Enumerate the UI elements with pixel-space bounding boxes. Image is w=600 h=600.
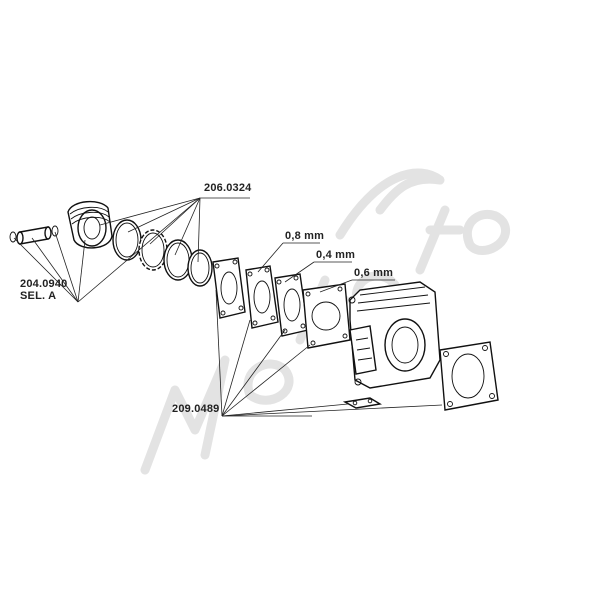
label-gasket-set: 209.0489 <box>172 403 219 415</box>
piston-ring-icon <box>163 239 193 281</box>
circlip-icon <box>9 231 17 243</box>
label-gasket-04: 0,4 mm <box>316 249 355 261</box>
leader-lines <box>13 197 443 417</box>
wrist-pin-assembly <box>9 225 59 245</box>
gasket-icon <box>439 341 499 411</box>
piston-icon <box>67 201 113 249</box>
piston-ring-icon <box>187 249 213 287</box>
cylinder-icon <box>348 281 441 389</box>
gasket-icon <box>302 283 351 349</box>
label-pin-part: 204.0940 <box>20 278 67 290</box>
gasket-icon <box>245 265 279 329</box>
label-piston-kit: 206.0324 <box>204 182 252 194</box>
circlip-icon <box>51 225 59 237</box>
label-gasket-08: 0,8 mm <box>285 230 324 242</box>
gasket-icon <box>274 273 309 337</box>
gasket-icon <box>342 397 382 409</box>
label-pin-sel: SEL. A <box>20 290 56 302</box>
wrist-pin-icon <box>16 226 52 245</box>
label-gasket-06: 0,6 mm <box>354 267 393 279</box>
gasket-icon <box>212 257 246 319</box>
piston-ring-icon <box>138 229 168 271</box>
piston-ring-icon <box>112 219 142 261</box>
